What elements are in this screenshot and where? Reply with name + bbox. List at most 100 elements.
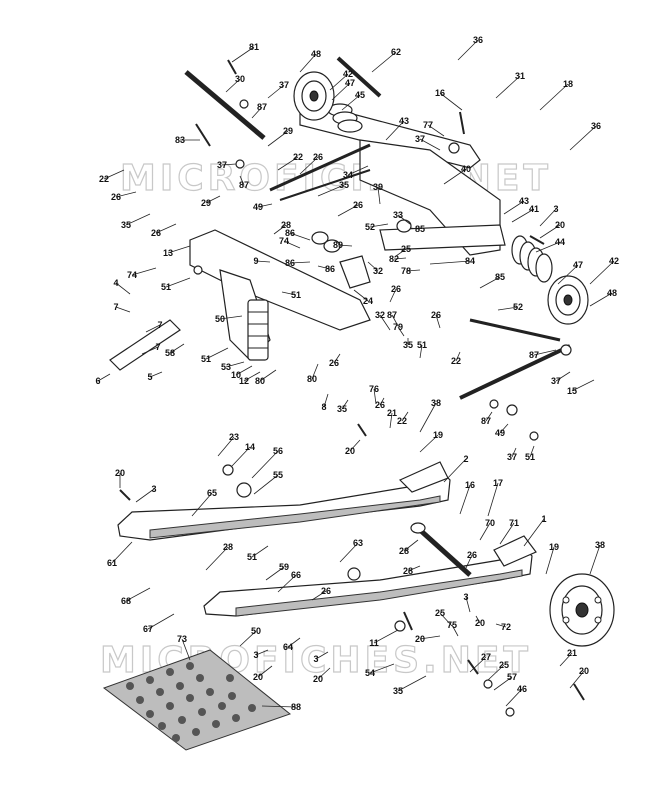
callout-l87e: 87: [481, 411, 493, 426]
part-number-label: 44: [555, 237, 565, 247]
part-number-label: 15: [567, 386, 577, 396]
leader-line: [539, 208, 557, 227]
part-number-label: 55: [273, 470, 283, 480]
callout-l7b: 7: [145, 320, 163, 333]
part-number-label: 88: [291, 702, 301, 712]
callout-l29a: 29: [267, 126, 293, 147]
callout-l22b: 22: [99, 169, 125, 184]
part-number-label: 35: [393, 686, 403, 696]
leader-line: [341, 399, 349, 410]
part-number-label: 87: [239, 180, 249, 190]
part-number-label: 85: [415, 224, 425, 234]
callout-l28b: 28: [205, 542, 233, 571]
leader-line: [499, 423, 509, 434]
watermark-group: MICROFICHES.NET MICROFICHES.NET: [99, 157, 548, 681]
callout-l3c: 3: [463, 592, 471, 613]
part-number-label: 1: [541, 514, 546, 524]
part-number-label: 16: [465, 480, 475, 490]
leader-line: [135, 488, 155, 503]
part-number-label: 28: [281, 220, 291, 230]
torque-rod-mid: [279, 169, 371, 201]
callout-l10: 10: [231, 365, 253, 380]
part-number-label: 7: [113, 302, 118, 312]
leader-line: [373, 388, 377, 405]
part-number-label: 77: [423, 120, 433, 130]
callout-l87d: 87: [529, 349, 557, 360]
part-number-label: 16: [435, 88, 445, 98]
part-number-label: 26: [391, 284, 401, 294]
leader-line: [283, 240, 301, 249]
leader-line: [539, 224, 561, 239]
leader-line: [499, 522, 515, 545]
callout-l40: 40: [443, 164, 471, 185]
leader-line: [545, 546, 555, 575]
part-number-label: 51: [247, 552, 257, 562]
part-number-label: 22: [451, 356, 461, 366]
part-number-label: 87: [257, 102, 267, 112]
part-number-label: 53: [221, 362, 231, 372]
callout-l28c: 28: [399, 539, 419, 556]
part-number-label: 37: [279, 80, 289, 90]
leader-line: [289, 261, 311, 264]
callout-l16a: 16: [435, 88, 463, 111]
leader-line: [145, 324, 161, 333]
callout-l51f: 51: [247, 545, 269, 562]
callout-l20d: 20: [475, 615, 485, 628]
part-number-label: 19: [433, 430, 443, 440]
slide-rail-left-wear-strip: [149, 495, 441, 539]
part-number-label: 26: [313, 152, 323, 162]
leader-line: [571, 379, 595, 392]
callout-l1: 1: [523, 514, 547, 547]
leader-line: [125, 213, 151, 226]
callout-l81: 81: [231, 42, 259, 63]
part-number-label: 21: [567, 648, 577, 658]
part-number-label: 20: [415, 634, 425, 644]
part-number-label: 35: [121, 220, 131, 230]
leader-line: [443, 168, 467, 185]
leader-line: [181, 638, 191, 661]
callout-l29b: 29: [201, 195, 221, 208]
leader-line: [389, 288, 397, 303]
leader-line: [539, 83, 569, 111]
part-number-label: 51: [525, 452, 535, 462]
leader-line: [535, 241, 561, 253]
callout-l86b: 86: [285, 258, 311, 268]
callout-l86c: 86: [317, 264, 335, 274]
leader-line: [559, 652, 573, 667]
part-number-label: 43: [519, 196, 529, 206]
leader-line: [111, 541, 133, 564]
part-number-label: 64: [283, 642, 293, 652]
leader-line: [407, 565, 421, 572]
leader-line: [419, 434, 439, 453]
leader-line: [367, 261, 379, 272]
part-number-label: 61: [107, 558, 117, 568]
callout-l41: 41: [511, 204, 539, 223]
callout-l50a: 50: [215, 314, 243, 324]
callout-l14: 14: [231, 442, 255, 467]
part-number-label: 20: [475, 618, 485, 628]
callout-l56: 56: [251, 446, 283, 479]
part-number-label: 3: [553, 204, 558, 214]
part-number-label: 83: [175, 135, 185, 145]
part-number-label: 59: [279, 562, 289, 572]
part-number-label: 48: [607, 288, 617, 298]
callout-l54: 54: [365, 663, 395, 678]
callout-l26f: 26: [431, 310, 441, 329]
part-number-label: 42: [609, 256, 619, 266]
callout-l28d: 28: [403, 565, 421, 576]
leader-line: [503, 200, 525, 215]
part-number-label: 21: [387, 408, 397, 418]
part-number-label: 13: [163, 248, 173, 258]
callout-l19b: 19: [545, 542, 559, 575]
part-number-label: 86: [285, 228, 295, 238]
callout-l49b: 49: [495, 423, 509, 438]
part-number-label: 7: [155, 342, 160, 352]
leader-line: [435, 314, 441, 329]
callout-l26g: 26: [329, 353, 341, 368]
callout-l35e: 35: [393, 675, 427, 696]
leader-line: [225, 78, 241, 93]
leader-line: [569, 125, 597, 151]
part-number-label: 20: [313, 674, 323, 684]
leader-line: [465, 554, 473, 569]
callout-l37e: 37: [507, 447, 517, 462]
